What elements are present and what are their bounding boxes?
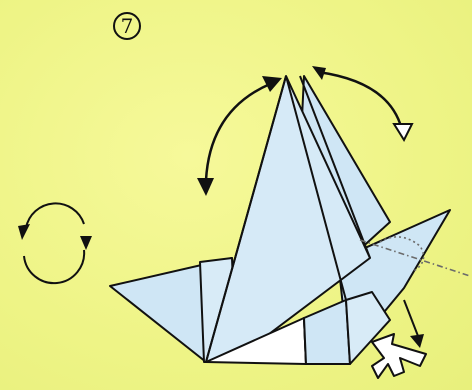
step-badge: 7 bbox=[114, 13, 140, 39]
flip-over-icon bbox=[18, 203, 92, 283]
tuck-arrow-icon bbox=[404, 300, 424, 348]
right-body bbox=[304, 300, 350, 364]
step-number: 7 bbox=[121, 14, 134, 38]
